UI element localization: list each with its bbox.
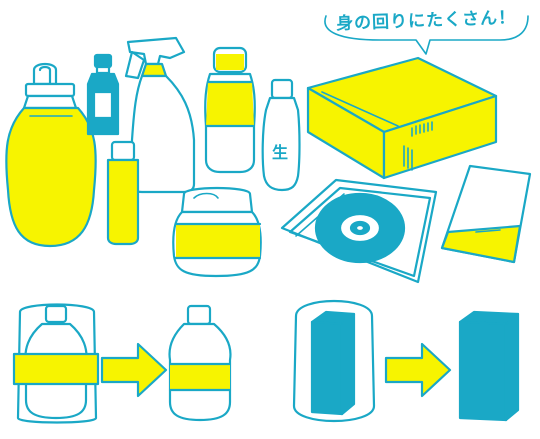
soy-sauce-bottle-icon: 生	[261, 78, 301, 192]
cd-case-icon	[280, 178, 438, 284]
boxed-card-icon	[440, 164, 532, 264]
arrow-right-icon	[100, 342, 168, 398]
box-icon	[458, 310, 520, 422]
small-vial-icon	[86, 53, 120, 136]
bottle-label: 生	[272, 143, 288, 162]
shrink-wrapped-bottle-icon	[12, 303, 100, 424]
speech-bubble-outline	[324, 15, 529, 55]
lotion-bottle-icon	[204, 46, 256, 174]
arrow-right-icon	[384, 342, 452, 398]
barcode-icon	[403, 121, 433, 171]
labeled-bottle-icon	[168, 304, 232, 422]
jar-icon	[172, 186, 262, 278]
spray-bottle-icon	[124, 36, 196, 194]
detergent-bottle-icon	[5, 62, 97, 248]
tall-tube-bottle-icon	[106, 140, 140, 246]
wrapped-box-icon	[292, 300, 376, 422]
shipping-box-icon	[306, 56, 498, 180]
